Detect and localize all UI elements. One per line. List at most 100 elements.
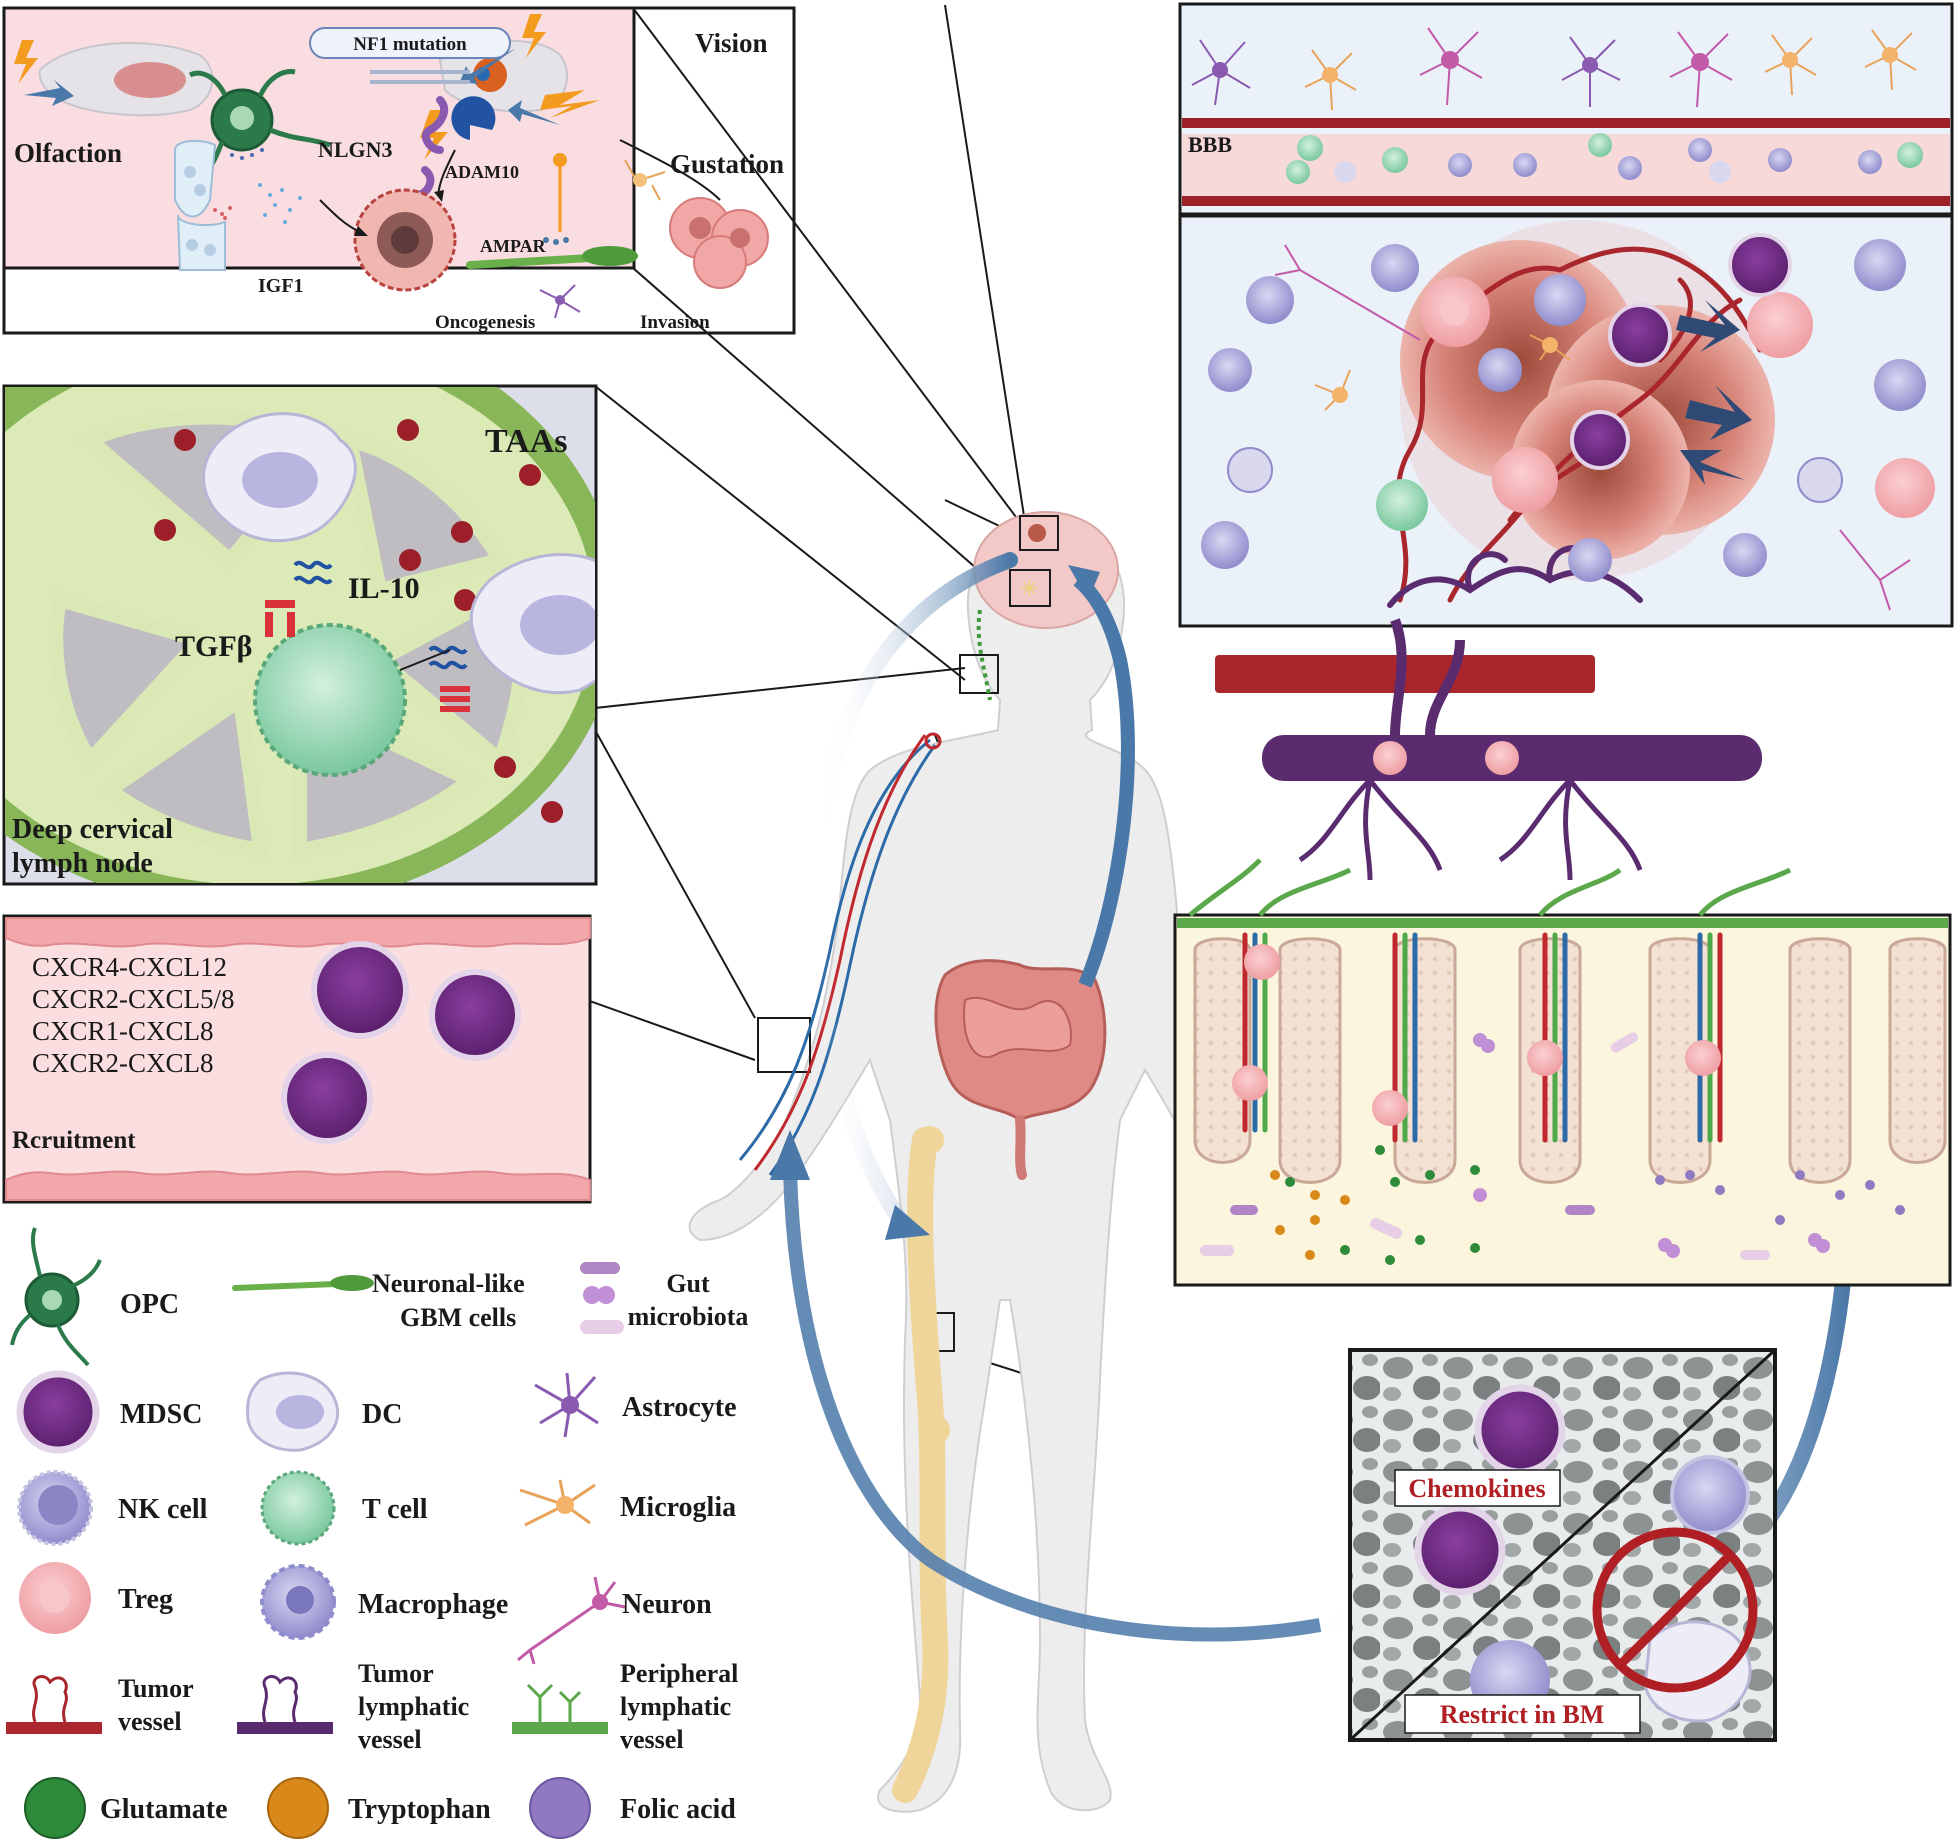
bbb-lumen-cells [1286, 133, 1923, 184]
legend-mdsc-label: MDSC [120, 1399, 202, 1430]
panel-recruitment: CXCR4-CXCL12 CXCR2-CXCL5/8 CXCR1-CXCL8 C… [2, 914, 592, 1204]
legend-nk: NK cell [17, 1470, 208, 1546]
dendritic-cell [202, 412, 357, 543]
arm-vessels [738, 734, 937, 1176]
glutamate-dots [1285, 1145, 1480, 1265]
endothelium-top [5, 917, 591, 948]
adam10-enzyme-icon [451, 96, 496, 140]
panel-sensory: NF1 mutation [2, 6, 784, 333]
chemokine-axis: CXCR2-CXCL8 [32, 1048, 214, 1078]
lymph-node-title-line1: Deep cervical [12, 814, 173, 845]
invasion-cluster [669, 197, 769, 289]
legend-peripheral-lymph-label-2: lymphatic [620, 1692, 731, 1721]
panel-bone-marrow: Chemokines Restrict in BM [1348, 1348, 1777, 1742]
legend-neuronal-label-2: GBM cells [400, 1303, 516, 1332]
tumor-migration-arrows [1676, 300, 1752, 485]
legend-tumor-lymph-label-2: lymphatic [358, 1692, 469, 1721]
legend-treg-label: Treg [118, 1584, 173, 1615]
legend-folic-label: Folic acid [620, 1794, 736, 1825]
synapse [174, 139, 232, 271]
legend-treg: Treg [19, 1562, 173, 1634]
svg-text:✳: ✳ [1020, 576, 1038, 601]
legend-astrocyte: Astrocyte [534, 1372, 737, 1438]
legend-tcell-label: T cell [362, 1494, 428, 1525]
legend-gut-label-2: microbiota [628, 1302, 749, 1331]
legend-microglia-label: Microglia [620, 1492, 736, 1523]
panel-tumor-microenvironment [1178, 214, 1954, 881]
taas-label: TAAs [485, 423, 568, 460]
legend-macrophage: Macrophage [260, 1564, 508, 1640]
lymph-node-title-line2: lymph node [12, 848, 153, 879]
ampar-label: AMPAR [480, 236, 547, 256]
legend-gut-microbiota: Gut microbiota [580, 1262, 748, 1334]
legend-peripheral-lymph-label-1: Peripheral [620, 1659, 738, 1688]
taa-dots [154, 419, 563, 823]
legend-tryptophan: Tryptophan [267, 1777, 491, 1839]
legend-peripheral-lymph-label-3: vessel [620, 1725, 684, 1754]
lightning-bolt-icon [14, 14, 600, 160]
dendritic-cell [469, 553, 595, 695]
microbiota [1200, 1032, 1830, 1260]
legend: OPC Neuronal-like GBM cells Gut microbio… [6, 1227, 748, 1839]
legend-gut-label-1: Gut [666, 1269, 710, 1298]
legend-microglia: Microglia [519, 1479, 736, 1527]
legend-neuron: Neuron [517, 1576, 712, 1665]
legend-tumor-vessel-label-1: Tumor [118, 1674, 194, 1703]
legend-tryptophan-label: Tryptophan [348, 1794, 491, 1825]
legend-opc: OPC [10, 1227, 179, 1367]
nf1-label: NF1 mutation [353, 34, 467, 55]
legend-folic-acid: Folic acid [529, 1777, 736, 1839]
peripheral-lymphatic-branches [1188, 858, 1792, 917]
nlgn3-label: NLGN3 [318, 137, 393, 162]
t-cell [253, 623, 407, 777]
legend-tcell: T cell [260, 1470, 428, 1546]
nf1-badge [309, 27, 511, 59]
legend-glutamate-label: Glutamate [100, 1794, 228, 1825]
chemokines-badge [1394, 1469, 1561, 1507]
restrict-label: Restrict in BM [1440, 1700, 1605, 1729]
legend-dc: DC [246, 1371, 402, 1452]
legend-neuronal-label-1: Neuronal-like [372, 1269, 525, 1298]
il10-label: IL-10 [348, 572, 420, 605]
invasion-label: Invasion [640, 312, 710, 333]
legend-opc-label: OPC [120, 1289, 179, 1320]
legend-tumor-vessel-label-2: vessel [118, 1707, 182, 1736]
legend-peripheral-lymph: Peripheral lymphatic vessel [512, 1659, 738, 1754]
bbb-astrocytes [1191, 27, 1917, 111]
panel-gut [1173, 913, 1952, 1287]
mdsc-cell [281, 1052, 373, 1144]
chemokine-axis: CXCR2-CXCL5/8 [32, 984, 235, 1014]
villi [1193, 937, 1947, 1184]
tgfb-label: TGFβ [175, 630, 252, 663]
panel-sensory-frame [2, 6, 796, 335]
endothelium-bottom [5, 1170, 591, 1201]
legend-mdsc: MDSC [16, 1370, 202, 1454]
recruitment-title: Rcruitment [12, 1127, 136, 1154]
restrict-badge [1404, 1694, 1641, 1734]
legend-neuron-label: Neuron [622, 1589, 712, 1620]
olfaction-label: Olfaction [14, 138, 122, 168]
opc-cell [188, 69, 331, 180]
legend-tumor-lymph-label-1: Tumor [358, 1659, 434, 1688]
panel-bbb: BBB [1178, 2, 1954, 216]
legend-tumor-lymph: Tumor lymphatic vessel [237, 1659, 469, 1754]
adam10-label: ADAM10 [445, 162, 519, 182]
mdsc-cell [429, 969, 521, 1061]
tumor-cell [353, 188, 457, 292]
panel-lymph-node: TAAs IL-10 TGFβ Deep cervical lymph node [2, 384, 598, 886]
folic-acid-dots [1655, 1170, 1905, 1225]
mdsc-cell [311, 941, 409, 1039]
no-entry-icon [1592, 1527, 1758, 1693]
legend-glutamate: Glutamate [24, 1777, 228, 1839]
tryptophan-dots [1270, 1170, 1350, 1260]
chemokines-label: Chemokines [1408, 1474, 1545, 1503]
legend-neuronal: Neuronal-like GBM cells [232, 1269, 525, 1332]
legend-macrophage-label: Macrophage [358, 1589, 508, 1620]
legend-astrocyte-label: Astrocyte [622, 1392, 737, 1423]
chemokine-axis: CXCR1-CXCL8 [32, 1016, 214, 1046]
legend-dc-label: DC [362, 1399, 402, 1430]
legend-tumor-vessel: Tumor vessel [6, 1674, 194, 1736]
oncogenesis-label: Oncogenesis [435, 312, 535, 333]
vision-label: Vision [695, 28, 768, 58]
